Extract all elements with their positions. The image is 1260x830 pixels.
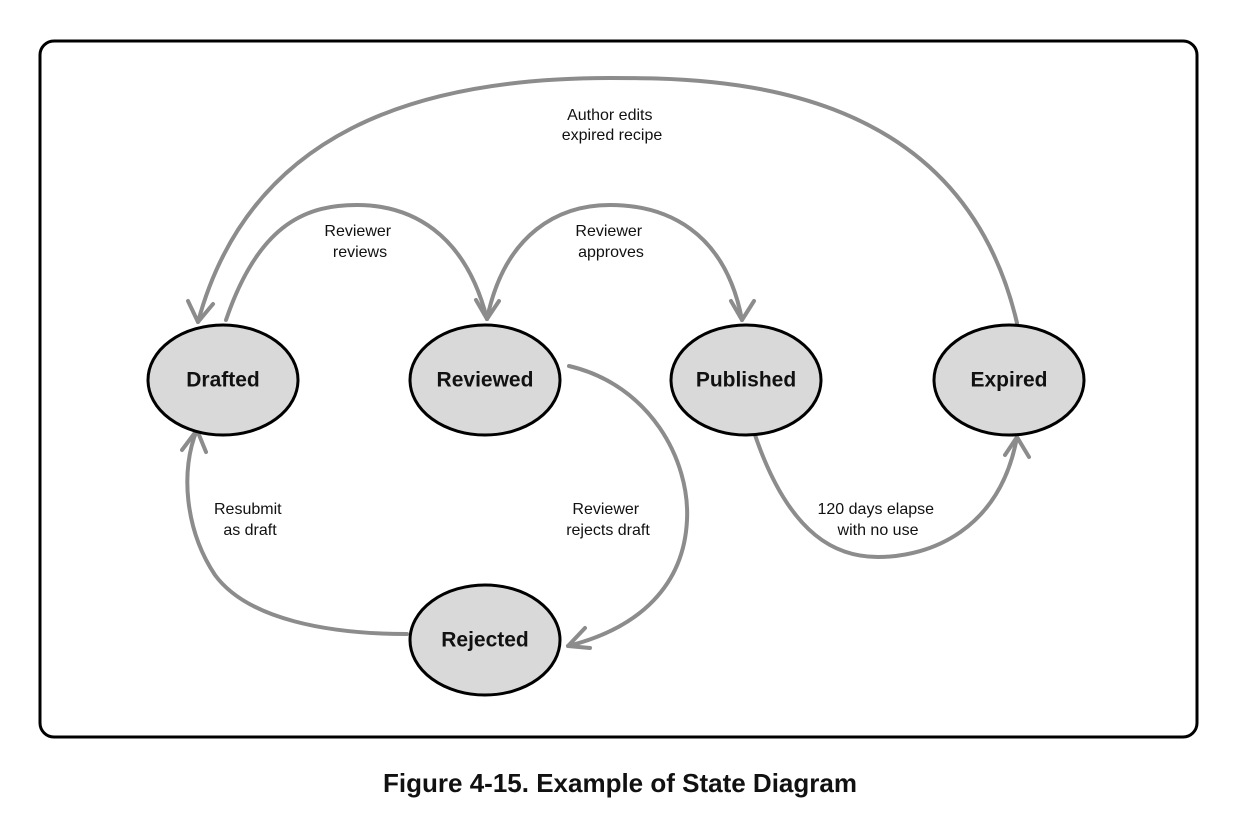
transition-label-reviewer-rejects: Reviewer rejects draft <box>566 501 650 539</box>
state-reviewed: Reviewed <box>408 323 562 437</box>
transition-reviewer-approves: Reviewer approves <box>485 202 756 322</box>
state-drafted: Drafted <box>146 323 300 437</box>
transition-label-reviewer-reviews: Reviewer reviews <box>324 223 395 261</box>
state-label-published: Published <box>696 369 796 392</box>
state-expired: Expired <box>932 323 1086 437</box>
transition-label-author-edits: Author edits expired recipe <box>562 107 663 144</box>
transition-days-elapse: 120 days elapse with no use <box>752 430 1031 560</box>
state-label-drafted: Drafted <box>186 369 260 392</box>
state-rejected: Rejected <box>408 583 562 697</box>
state-label-reviewed: Reviewed <box>437 369 534 392</box>
transition-author-edits: Author edits expired recipe <box>186 75 1019 325</box>
transition-label-days-elapse: 120 days elapse with no use <box>818 501 939 539</box>
state-label-expired: Expired <box>970 369 1047 392</box>
state-published: Published <box>669 323 823 437</box>
transition-label-resubmit: Resubmit as draft <box>214 501 286 539</box>
transition-label-reviewer-approves: Reviewer approves <box>575 223 646 261</box>
transition-reviewer-reviews: Reviewer reviews <box>224 202 501 322</box>
transition-resubmit: Resubmit as draft <box>180 428 409 636</box>
state-label-rejected: Rejected <box>441 629 529 652</box>
figure-caption: Figure 4-15. Example of State Diagram <box>383 768 857 798</box>
transition-reviewer-rejects: Reviewer rejects draft <box>566 364 690 650</box>
